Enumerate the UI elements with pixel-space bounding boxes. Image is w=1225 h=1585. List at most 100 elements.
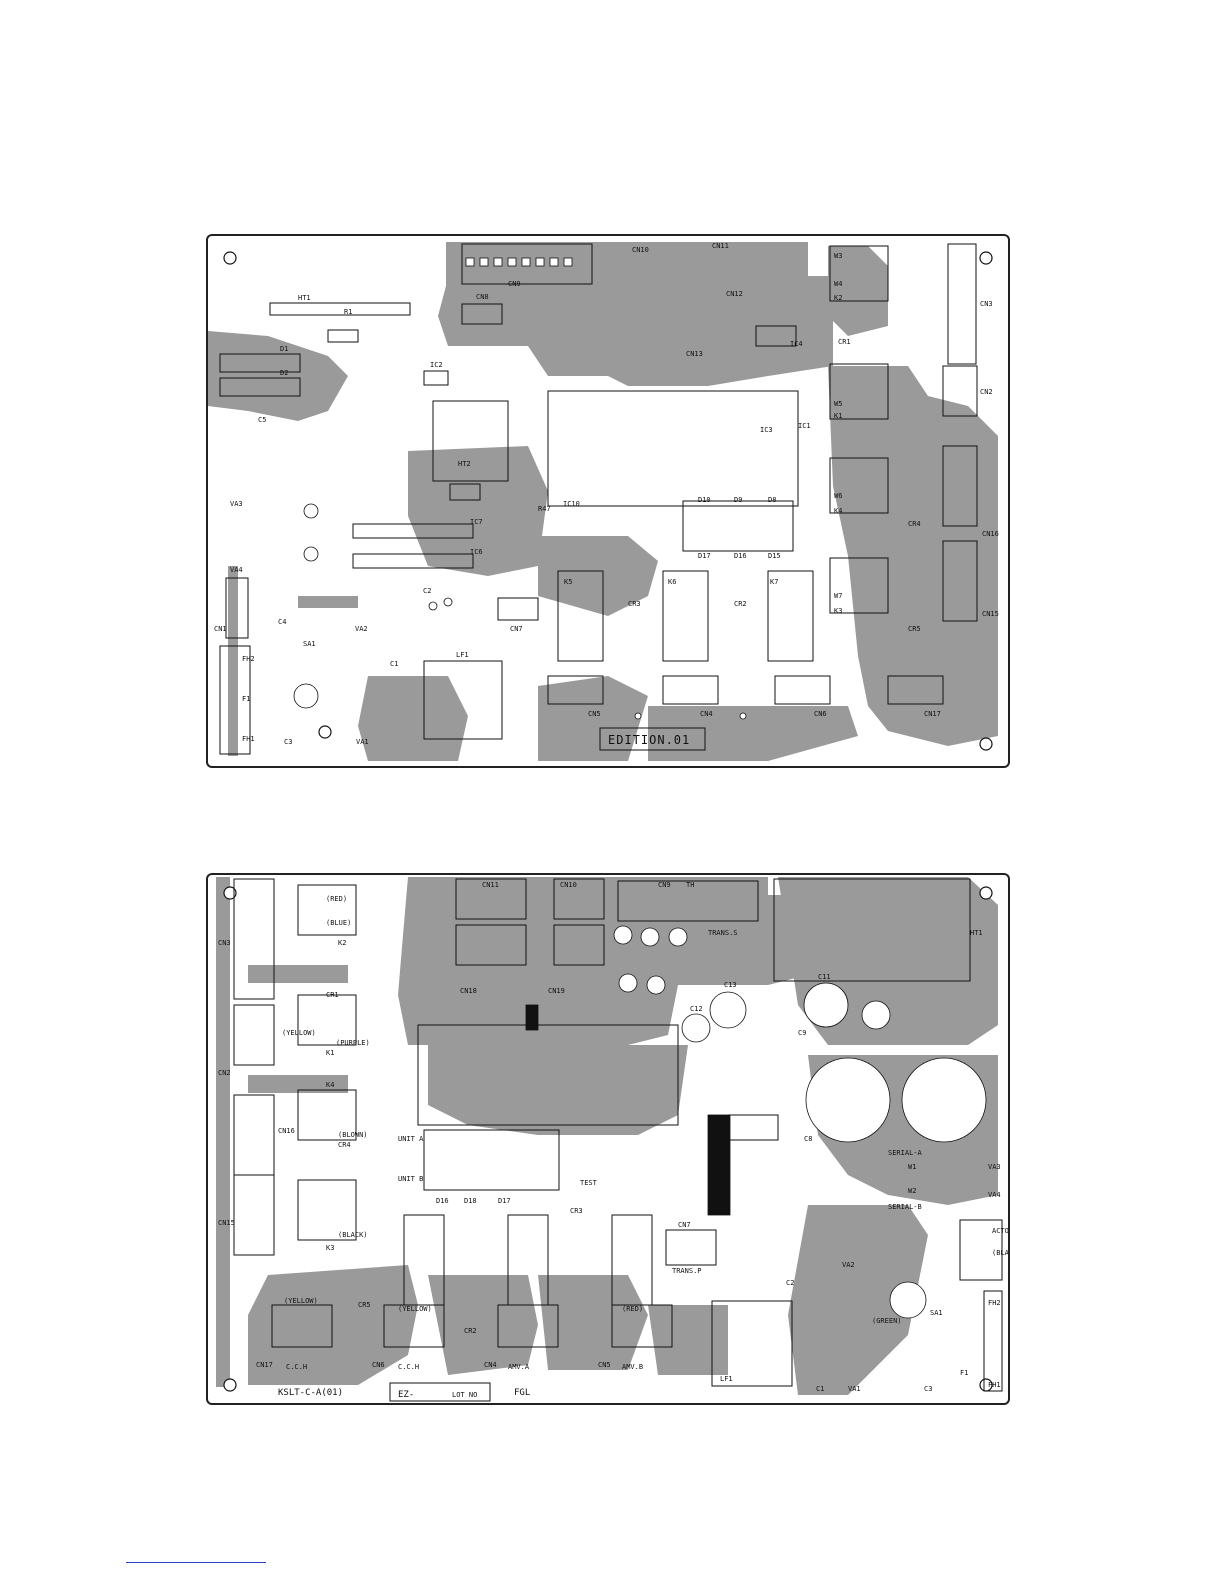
component-outlines xyxy=(219,243,978,755)
label-c1: C1 xyxy=(816,1385,824,1393)
label-cn4: CN4 xyxy=(484,1361,497,1369)
label-amvb: AMV.B xyxy=(622,1363,643,1371)
label-k4: K4 xyxy=(834,507,842,515)
label-va2: VA2 xyxy=(355,625,368,633)
label-va3: VA3 xyxy=(988,1163,1001,1171)
label-cn2: CN2 xyxy=(218,1069,231,1077)
label-va4: VA4 xyxy=(230,566,243,574)
label-fh2: FH2 xyxy=(988,1299,1001,1307)
label-ic1: IC1 xyxy=(798,422,811,430)
pcb-board-top: HT1 R1 D1 D2 C5 VA3 VA4 CN1 C4 C2 SA1 VA… xyxy=(206,234,1010,768)
label-blue: (BLUE) xyxy=(326,919,351,927)
label-fh1: FH1 xyxy=(242,735,255,743)
label-ic4: IC4 xyxy=(790,340,803,348)
silkscreen-labels: CN11 CN10 CN9 TH TRANS.S CN18 CN19 CN3 (… xyxy=(218,881,1008,1400)
label-cr2: CR2 xyxy=(734,600,747,608)
pcb-bottom-artwork: CN11 CN10 CN9 TH TRANS.S CN18 CN19 CN3 (… xyxy=(216,877,1008,1402)
label-d1: D1 xyxy=(280,345,288,353)
label-trans-p: TRANS.P xyxy=(672,1267,702,1275)
label-cr1: CR1 xyxy=(838,338,851,346)
label-ic6: IC6 xyxy=(470,548,483,556)
label-serial-b: SERIAL-B xyxy=(888,1203,922,1211)
label-red-2: (RED) xyxy=(622,1305,643,1313)
label-d15: D15 xyxy=(768,552,781,560)
label-d9: D9 xyxy=(734,496,742,504)
label-k2: K2 xyxy=(834,294,842,302)
label-k7: K7 xyxy=(770,578,778,586)
label-k3: K3 xyxy=(326,1244,334,1252)
label-cr3: CR3 xyxy=(570,1207,583,1215)
label-ic2: IC2 xyxy=(430,361,443,369)
label-cr4: CR4 xyxy=(908,520,921,528)
label-cr5: CR5 xyxy=(908,625,921,633)
label-k2: K2 xyxy=(338,939,346,947)
label-w2: W2 xyxy=(908,1187,916,1195)
label-yellow-3: (YELLOW) xyxy=(398,1305,432,1313)
label-d16: D16 xyxy=(734,552,747,560)
label-d2: D2 xyxy=(280,369,288,377)
label-c3: C3 xyxy=(284,738,292,746)
label-yellow-2: (YELLOW) xyxy=(284,1297,318,1305)
label-test: TEST xyxy=(580,1179,598,1187)
label-cn15: CN15 xyxy=(982,610,999,618)
label-ic10: IC10 xyxy=(563,500,580,508)
label-c5: C5 xyxy=(258,416,266,424)
mounting-holes xyxy=(223,251,993,751)
label-c2: C2 xyxy=(423,587,431,595)
mounting-holes xyxy=(223,886,993,1392)
label-k5: K5 xyxy=(564,578,572,586)
label-va4: VA4 xyxy=(988,1191,1001,1199)
label-cn7: CN7 xyxy=(678,1221,691,1229)
label-k4: K4 xyxy=(326,1081,334,1089)
label-fh2: FH2 xyxy=(242,655,255,663)
label-cch-2: C.C.H xyxy=(398,1363,419,1371)
label-purple: (PURPLE) xyxy=(336,1039,370,1047)
label-cr4: CR4 xyxy=(338,1141,351,1149)
label-unit-b: UNIT B xyxy=(398,1175,423,1183)
label-fh1: FH1 xyxy=(988,1381,1001,1389)
label-cn17: CN17 xyxy=(256,1361,273,1369)
pcb-top-artwork: HT1 R1 D1 D2 C5 VA3 VA4 CN1 C4 C2 SA1 VA… xyxy=(208,242,999,761)
label-d18: D18 xyxy=(464,1197,477,1205)
label-lf1: LF1 xyxy=(456,651,469,659)
label-cn4: CN4 xyxy=(700,710,713,718)
label-cn9: CN9 xyxy=(658,881,671,889)
label-d16: D16 xyxy=(436,1197,449,1205)
label-cr5: CR5 xyxy=(358,1301,371,1309)
label-lf1: LF1 xyxy=(720,1375,733,1383)
label-cn11: CN11 xyxy=(482,881,499,889)
label-cn11: CN11 xyxy=(712,242,729,250)
label-c3: C3 xyxy=(924,1385,932,1393)
label-cn17: CN17 xyxy=(924,710,941,718)
label-cn5: CN5 xyxy=(588,710,601,718)
label-cn3: CN3 xyxy=(980,300,993,308)
label-amva: AMV.A xyxy=(508,1363,530,1371)
label-ht1: HT1 xyxy=(298,294,311,302)
label-d10: D10 xyxy=(698,496,711,504)
label-r47: R47 xyxy=(538,505,551,513)
label-cn8: CN8 xyxy=(476,293,489,301)
label-k1: K1 xyxy=(834,412,842,420)
label-d17: D17 xyxy=(698,552,711,560)
label-green: (GREEN) xyxy=(872,1317,902,1325)
label-c2: C2 xyxy=(786,1279,794,1287)
label-cn10: CN10 xyxy=(560,881,577,889)
label-unit-a: UNIT A xyxy=(398,1135,424,1143)
pcb-board-bottom: CN11 CN10 CN9 TH TRANS.S CN18 CN19 CN3 (… xyxy=(206,873,1010,1405)
label-k6: K6 xyxy=(668,578,676,586)
label-c9: C9 xyxy=(798,1029,806,1037)
page-footer-link-line[interactable] xyxy=(126,1562,266,1563)
label-w4: W4 xyxy=(834,280,842,288)
label-cr2: CR2 xyxy=(464,1327,477,1335)
label-cn16: CN16 xyxy=(982,530,999,538)
label-cch-1: C.C.H xyxy=(286,1363,307,1371)
label-ht1: HT1 xyxy=(970,929,983,937)
label-red: (RED) xyxy=(326,895,347,903)
label-cn16: CN16 xyxy=(278,1127,295,1135)
label-va3: VA3 xyxy=(230,500,243,508)
label-w6: W6 xyxy=(834,492,842,500)
label-ic7: IC7 xyxy=(470,518,483,526)
label-cr1: CR1 xyxy=(326,991,339,999)
label-sa1: SA1 xyxy=(303,640,316,648)
label-cn6: CN6 xyxy=(814,710,827,718)
